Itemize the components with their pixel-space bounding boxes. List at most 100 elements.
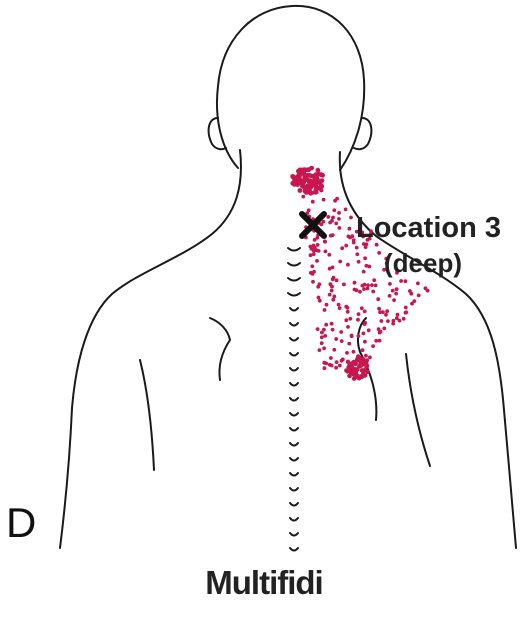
pain-dot [372,278,376,282]
vertebra-mark [288,263,300,266]
pain-dot [340,246,344,250]
pain-dot [346,306,350,310]
pain-dot [362,270,366,274]
pain-dot [339,330,343,334]
pain-dot [404,306,408,310]
pain-dot [335,197,339,201]
vertebra-mark [288,248,300,251]
pain-dot [376,297,380,301]
pain-dot [348,236,352,240]
pain-dot [371,290,375,294]
pain-dot [331,277,335,281]
pain-dot [392,298,396,302]
pain-dot [394,292,398,296]
pain-dot [348,374,352,378]
pain-dot [368,356,372,360]
pain-dot [426,289,430,293]
vertebra-mark [290,383,298,386]
pain-dot [377,251,381,255]
pain-dot [328,363,332,367]
pain-dot [323,240,327,244]
vertebra-mark [288,293,300,296]
pain-dot [355,252,359,256]
pain-dot [366,287,370,291]
pain-dot [363,340,367,344]
pain-dot [357,260,361,264]
pain-dot [327,253,331,257]
pain-dot [357,364,361,368]
pain-dot [329,282,333,286]
vertebra-mark [290,323,298,326]
right-arm-inner [406,354,430,466]
pain-dot [349,216,353,220]
pain-dot [367,328,371,332]
pain-dot [330,219,334,223]
pain-dot [404,279,408,283]
pain-dot [315,259,319,263]
pain-dot [370,283,374,287]
pain-dot [324,250,328,254]
pain-dot [334,222,338,226]
pain-dot [334,337,338,341]
pain-dot [298,188,303,193]
pain-dot [302,175,307,180]
pain-dot [309,192,313,196]
vertebra-mark [290,308,298,311]
pain-dot [346,310,350,314]
pain-dot [374,339,378,343]
pain-dot [357,312,361,316]
left-neck-shoulder [60,150,241,548]
pain-dot [395,287,399,291]
pain-dot [360,368,364,372]
pain-dot [362,332,366,336]
pain-dot [378,339,382,343]
pain-dot [363,310,367,314]
pain-dot [309,184,314,189]
vertebra-mark [290,473,298,476]
pain-dot [312,270,316,274]
pain-dot [320,335,324,339]
pain-dot [357,334,361,338]
pain-dot [344,208,348,212]
pain-dot [332,295,336,299]
pain-dot [331,266,335,270]
vertebra-mark [290,518,298,521]
pain-dot [402,317,406,321]
pain-dot [335,279,339,283]
left-scapula [210,318,230,380]
pain-dot [301,180,306,185]
pain-dot [350,334,354,338]
pain-dot [305,185,310,190]
pain-dot [337,211,341,215]
pain-dot [337,217,341,221]
pain-dot [380,319,384,323]
pain-dot [334,366,338,370]
pain-dot [338,226,342,230]
pain-dot [312,244,316,248]
pain-dot [309,253,313,257]
pain-dot [360,306,364,310]
pain-dot [318,179,323,184]
pain-dot [379,330,383,334]
pain-dot [331,298,335,302]
pain-dot [329,234,333,238]
vertebra-mark [290,368,298,371]
pain-dot [388,294,392,298]
pain-dot [416,282,420,286]
pain-dot [404,311,408,315]
spinous-processes [288,248,300,551]
pain-dot [366,283,370,287]
pain-dot [374,284,378,288]
pain-dot [307,173,312,178]
pain-dot [358,290,362,294]
vertebra-mark [290,533,298,536]
pain-dot [320,341,324,345]
muscle-name: Multifidi [0,566,528,599]
pain-dot [297,181,302,186]
pain-dot [344,244,348,248]
vertebra-mark [290,398,298,401]
pain-dot [398,319,402,323]
pain-dot [355,246,359,250]
pain-dot [322,361,326,365]
pain-dot [310,247,314,251]
